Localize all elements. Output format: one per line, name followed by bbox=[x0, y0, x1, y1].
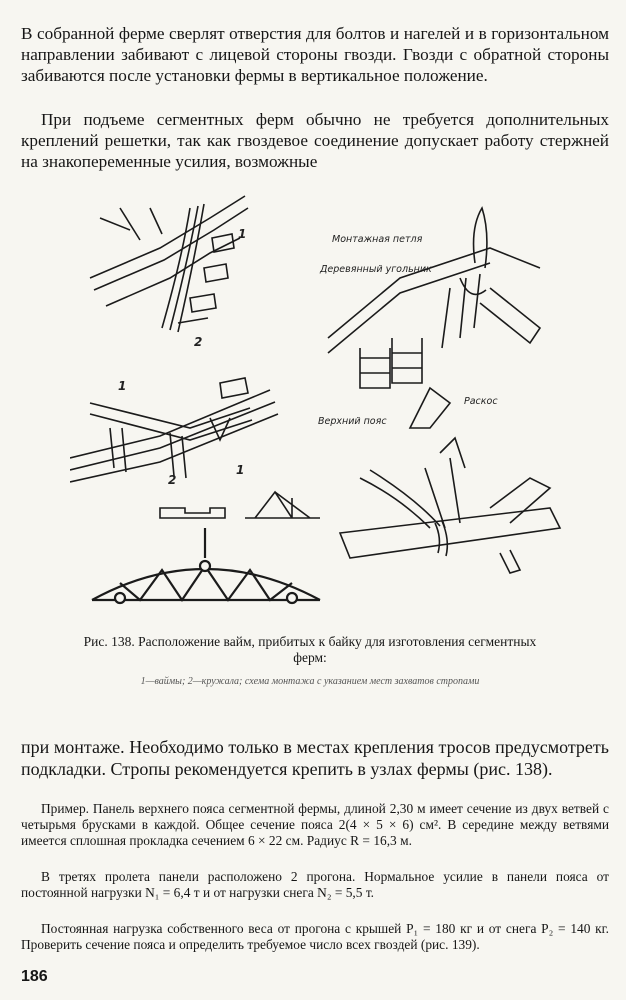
label-mounting-loop: Монтажная петля bbox=[332, 234, 423, 245]
paragraph-1: В собранной ферме сверлят отверстия для … bbox=[21, 24, 609, 86]
paragraph-6: Постоянная нагрузка собственного веса от… bbox=[21, 921, 609, 953]
curved-template-drawing bbox=[89, 195, 249, 333]
paragraph-5: В третях пролета панели расположено 2 пр… bbox=[21, 869, 609, 901]
figure-138: 1 2 1 2 1 Монтажная петля Деревянный уго… bbox=[70, 178, 570, 618]
label-top-chord: Верхний пояс bbox=[318, 416, 387, 427]
paragraph-3: при монтаже. Необходимо только в местах … bbox=[21, 737, 609, 779]
label-1-profile: 1 bbox=[236, 463, 244, 477]
example-paragraph: Пример. Панель верхнего пояса сегментной… bbox=[21, 801, 609, 849]
figure-illustration: 1 2 1 2 1 Монтажная петля Деревянный уго… bbox=[70, 195, 562, 605]
rope-knot-drawing bbox=[338, 436, 562, 574]
segmental-truss-drawing bbox=[91, 528, 321, 605]
figure-caption: Рис. 138. Расположение вайм, прибитых к … bbox=[83, 634, 537, 665]
figure-legend: 1—ваймы; 2—кружала; схема монтажа с указ… bbox=[140, 676, 480, 687]
label-brace: Раскос bbox=[464, 396, 498, 407]
label-2-lower: 2 bbox=[168, 473, 176, 487]
page-number: 186 bbox=[21, 968, 48, 985]
label-wooden-angle: Деревянный угольник bbox=[319, 264, 432, 275]
label-2-upper: 2 bbox=[194, 335, 202, 349]
clamp-detail-drawing bbox=[70, 377, 279, 483]
label-1-upper: 1 bbox=[238, 227, 246, 241]
profile-detail-drawing bbox=[159, 490, 320, 519]
chord-lifting-drawing bbox=[327, 206, 542, 429]
label-1-lower: 1 bbox=[118, 379, 126, 393]
paragraph-2: При подъеме сегментных ферм обычно не тр… bbox=[21, 110, 609, 172]
